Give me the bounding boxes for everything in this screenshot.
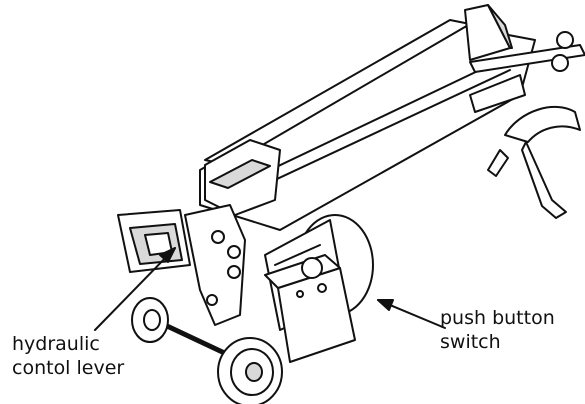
lever-arrow-head	[159, 247, 176, 263]
push-button-switch-label: push button switch	[440, 306, 555, 354]
front-frame	[184, 204, 246, 326]
pusher-block	[204, 139, 281, 216]
switch-arrow-head	[377, 299, 394, 311]
front-wheel	[217, 337, 283, 404]
lever-housing	[117, 209, 191, 273]
hydraulic-lever-label-line-1: hydraulic	[12, 333, 100, 355]
push-button-switch-label-line-2: switch	[440, 331, 501, 353]
hydraulic-lever-label: hydraulic contol lever	[12, 332, 124, 380]
rear-left-wheel	[131, 297, 169, 343]
push-button-switch-label-line-1: push button	[440, 307, 555, 329]
wedge	[464, 4, 513, 61]
rear-stand	[487, 105, 581, 219]
guide-rods	[469, 31, 585, 73]
lever-arrow-line	[94, 247, 176, 331]
switch-box	[264, 254, 356, 363]
hydraulic-lever-label-line-2: contol lever	[12, 357, 125, 379]
callout-arrows	[94, 247, 446, 331]
main-beam	[199, 19, 536, 231]
